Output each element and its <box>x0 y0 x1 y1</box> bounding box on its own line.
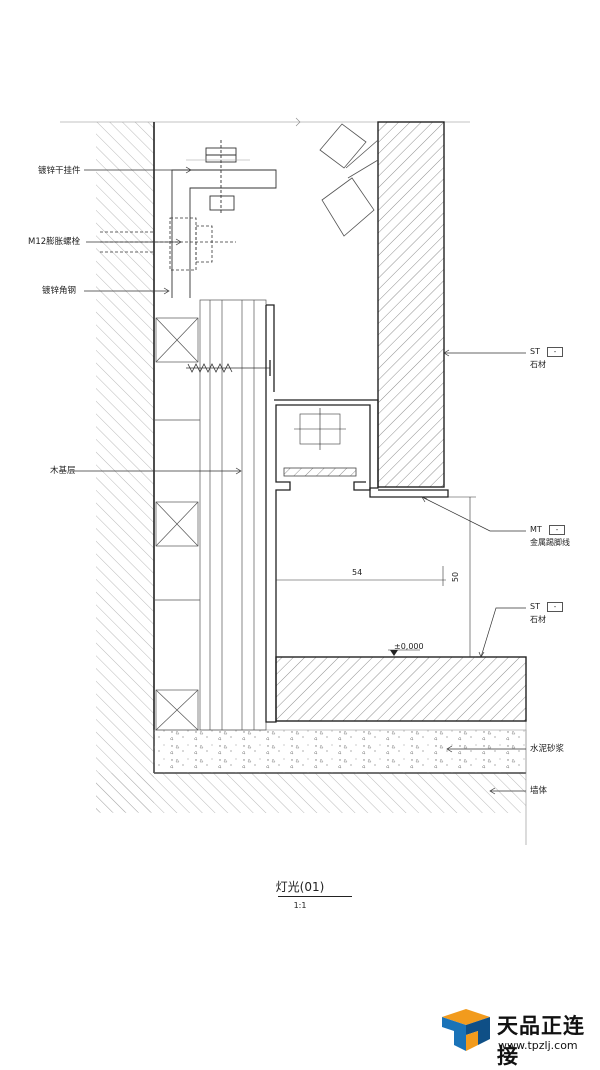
elevation-marker <box>388 649 420 656</box>
tag-metal-skirting-code: MT <box>530 525 542 534</box>
tag-metal-skirting-name: 金属踢脚线 <box>530 538 570 547</box>
metal-skirting-profile <box>265 304 449 723</box>
dimension-vertical: 50 <box>451 571 461 583</box>
tag-stone-floor-code: ST <box>530 602 540 611</box>
upper-stone-panel <box>377 121 445 488</box>
brand-url: www.tpzlj.com <box>498 1039 578 1052</box>
tag-stone-upper-code: ST <box>530 347 540 356</box>
dimension-horizontal: 54 <box>352 568 363 577</box>
stone-clip <box>319 123 379 237</box>
brand-logo-icon <box>442 1009 490 1051</box>
left-leaders <box>72 166 242 475</box>
label-wood-base: 木基层 <box>50 466 76 476</box>
tag-stone-upper-sub: - <box>547 347 563 357</box>
wood-screw <box>186 360 271 376</box>
drawing-title: 灯光(01) <box>275 880 325 894</box>
wall-hatch <box>60 117 527 845</box>
label-wall: 墙体 <box>530 786 548 796</box>
galvanized-hanger <box>171 140 277 298</box>
label-galvanized-angle: 镀锌角钢 <box>42 286 77 296</box>
cement-mortar-layer <box>153 729 527 774</box>
label-expansion-bolt: M12膨胀螺栓 <box>28 237 81 247</box>
tag-stone-floor-name: 石材 <box>530 615 546 624</box>
title-underline <box>278 896 352 897</box>
drawing-scale: 1:1 <box>293 901 307 910</box>
tag-metal-skirting-sub: - <box>549 525 565 535</box>
label-cement-mortar: 水泥砂浆 <box>530 744 565 754</box>
elevation-label: ±0,000 <box>394 642 424 651</box>
dimension-lines <box>276 496 476 658</box>
wood-base-layer <box>154 299 267 731</box>
floor-stone-slab <box>275 656 527 722</box>
tag-stone-floor-sub: - <box>547 602 563 612</box>
right-leaders <box>421 349 526 795</box>
label-galvanized-hanger: 镀锌干挂件 <box>38 166 81 176</box>
tag-stone-upper-name: 石材 <box>530 360 546 369</box>
